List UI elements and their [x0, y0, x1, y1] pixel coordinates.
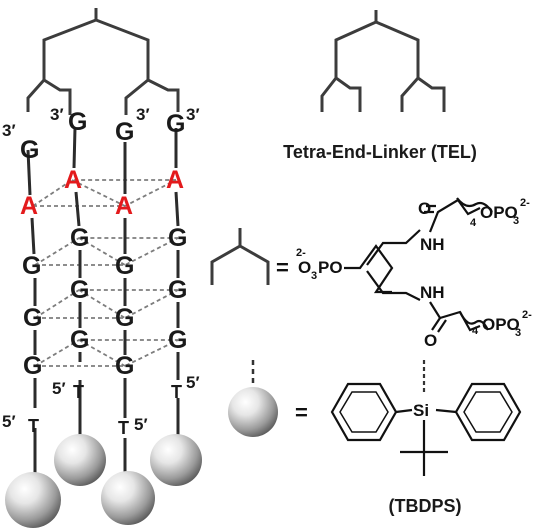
tel-chemical-structure: = 2- O 3 PO NH NH O 4 OPO 3 2- O 4 OPO 3…	[210, 197, 532, 350]
silicon-atom: Si	[413, 401, 429, 420]
carbonyl-o-top: O	[418, 199, 431, 218]
strand-2-base-g: G	[70, 224, 89, 252]
nh-bottom: NH	[420, 283, 445, 302]
phenyl-ring-right	[454, 382, 522, 442]
tbdps-bead-legend	[228, 387, 278, 437]
tbdps-bead	[150, 434, 202, 486]
chain-repeat-bottom: 4	[472, 325, 479, 337]
tel-legend: Tetra-End-Linker (TEL)	[283, 10, 477, 162]
strand-3-base-g: G	[115, 352, 134, 380]
strand-4-base-t: T	[171, 382, 182, 402]
strand-4-5prime-label: 5′	[186, 373, 200, 392]
carbonyl-o-bottom: O	[424, 331, 437, 350]
strand-1-5prime-label: 5′	[2, 412, 16, 431]
tbdps-legend: = Si (TBDPS)	[228, 360, 522, 516]
strand-2-5prime-label: 5′	[52, 379, 66, 398]
strand-2-3prime-label: 3′	[50, 105, 64, 124]
strand-3-base-t: T	[118, 418, 129, 438]
tel-label: Tetra-End-Linker (TEL)	[283, 142, 477, 162]
phosphate-o: O	[298, 258, 311, 277]
strand-4: G 3′ A G G G T 5′	[150, 105, 202, 486]
phosphate-bottom-charge: 2-	[522, 309, 532, 321]
strand-4-base-g: G	[168, 326, 187, 354]
strand-1-base-a: A	[20, 192, 38, 220]
strand-1-base-t: T	[28, 416, 39, 436]
chain-repeat-top: 4	[470, 217, 477, 229]
strand-4-base-a: A	[166, 166, 184, 194]
strand-2-base-g: G	[68, 108, 87, 136]
strand-4-base-g: G	[168, 224, 187, 252]
phosphate-po: PO	[318, 258, 343, 277]
equals-sign: =	[276, 255, 289, 280]
strand-3-base-g: G	[115, 252, 134, 280]
phosphate-top: OPO	[480, 203, 518, 222]
strand-1-base-g: G	[23, 352, 42, 380]
strand-3-3prime-label: 3′	[136, 105, 150, 124]
strand-4-base-g: G	[166, 110, 185, 138]
strand-4-3prime-label: 3′	[186, 105, 200, 124]
strand-3-5prime-label: 5′	[134, 415, 148, 434]
strand-3: 3′ G A G G G T 5′	[101, 105, 155, 525]
phosphate-top-charge: 2-	[520, 197, 530, 209]
quartet-planes	[32, 179, 179, 367]
tbdps-bead	[54, 434, 106, 486]
equals-sign-tbdps: =	[295, 400, 308, 425]
strand-1: 3′ G A G G G 5′ T	[2, 121, 61, 528]
tel-linker-graphic	[26, 8, 180, 115]
strand-2-base-t: T	[73, 382, 84, 402]
strand-2: 3′ G A G G G 5′ T	[50, 105, 106, 486]
strand-4-base-g: G	[168, 276, 187, 304]
phosphate-bottom: OPO	[482, 315, 520, 334]
strand-2-base-g: G	[70, 276, 89, 304]
strand-backbones	[26, 127, 180, 478]
strand-3-base-g: G	[115, 118, 134, 146]
phosphate-top-subscript: 3	[513, 215, 519, 227]
phosphate-bottom-subscript: 3	[515, 327, 521, 339]
strand-2-base-g: G	[70, 326, 89, 354]
tbdps-bead	[5, 472, 61, 528]
strand-1-3prime-label: 3′	[2, 121, 16, 140]
strand-1-base-g: G	[23, 304, 42, 332]
strand-3-base-g: G	[115, 304, 134, 332]
tert-butyl-group	[400, 420, 448, 476]
strand-3-base-a: A	[115, 192, 133, 220]
phosphate-subscript: 3	[311, 270, 317, 282]
branch-glyph	[210, 228, 270, 285]
tbdps-bead	[101, 471, 155, 525]
tbdps-label: (TBDPS)	[389, 496, 462, 516]
strand-2-base-a: A	[64, 166, 82, 194]
nh-top: NH	[420, 235, 445, 254]
strand-1-base-g: G	[20, 136, 39, 164]
strand-1-base-g: G	[22, 252, 41, 280]
charge-superscript: 2-	[296, 247, 306, 259]
